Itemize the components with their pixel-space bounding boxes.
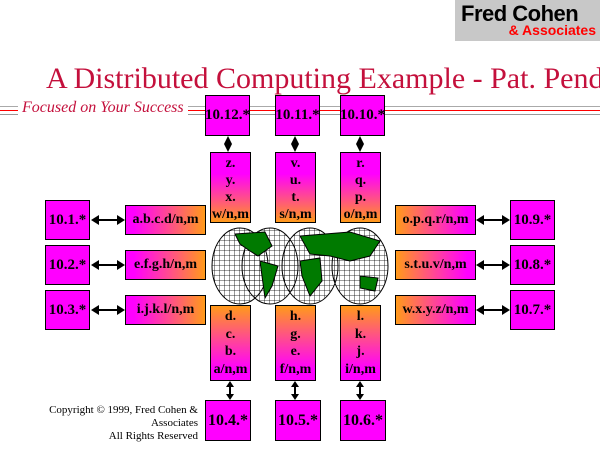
task-label: x. [225, 190, 236, 205]
world-map-globe-icon [211, 227, 389, 305]
node-10-8[interactable]: 10.8.* [510, 245, 555, 285]
node-10-1[interactable]: 10.1.* [45, 200, 90, 240]
task-label: s/n,m [279, 207, 312, 222]
task-box-stuv-right: s.t.u.v/n,m [395, 250, 476, 280]
task-box-efgh-bottom: h.g. e.f/n,m [275, 305, 316, 381]
task-box-opqr-right: o.p.q.r/n,m [395, 205, 476, 235]
task-box-efgh: e.f.g.h/n,m [125, 250, 206, 280]
horizontal-arrow-icon [91, 260, 125, 270]
vertical-arrow-icon [356, 136, 364, 152]
vertical-arrow-icon [356, 381, 364, 400]
task-box-wxyz: z. y. x. w/n,m [210, 152, 251, 223]
node-10-4[interactable]: 10.4.* [205, 400, 251, 441]
horizontal-arrow-icon [91, 305, 125, 315]
task-label: u. [289, 173, 302, 188]
task-label: b. [224, 344, 237, 360]
slide-title: A Distributed Computing Example - Pat. P… [46, 62, 600, 95]
node-10-12[interactable]: 10.12.* [205, 95, 250, 136]
task-box-stuv: v. u. t. s/n,m [275, 152, 316, 223]
task-label: l. [356, 309, 365, 325]
task-label: p. [354, 190, 367, 205]
task-box-abcd: a.b.c.d/n,m [125, 205, 206, 235]
vertical-arrow-icon [226, 381, 234, 400]
task-label: k. [354, 326, 367, 342]
horizontal-arrow-icon [476, 260, 510, 270]
horizontal-arrow-icon [91, 215, 125, 225]
task-label: i/n,m [345, 361, 376, 377]
vertical-arrow-icon [291, 381, 299, 400]
task-label: e. [290, 344, 301, 360]
task-label: v. [290, 156, 301, 171]
task-label: o/n,m [343, 207, 378, 222]
task-label: g. [290, 326, 301, 342]
task-label: j. [356, 344, 365, 360]
node-10-3[interactable]: 10.3.* [45, 290, 90, 330]
copyright-block: Copyright © 1999, Fred Cohen & Associate… [8, 404, 198, 443]
company-logo: Fred Cohen & Associates [455, 0, 600, 41]
horizontal-arrow-icon [476, 305, 510, 315]
task-box-ijkl: i.j.k.l/n,m [125, 295, 206, 325]
task-label: y. [225, 173, 236, 188]
task-label: t. [291, 190, 300, 205]
node-10-6[interactable]: 10.6.* [340, 400, 386, 441]
slide-subtitle: Focused on Your Success [18, 99, 188, 117]
logo-associates: & Associates [508, 22, 596, 38]
task-box-abcd-bottom: d.c. b.a/n,m [210, 305, 251, 381]
task-box-opqr: r. q. p. o/n,m [340, 152, 381, 223]
horizontal-arrow-icon [476, 215, 510, 225]
task-label: q. [354, 173, 367, 188]
node-10-2[interactable]: 10.2.* [45, 245, 90, 285]
task-label: a/n,m [213, 361, 248, 377]
copyright-line: Copyright © 1999, Fred Cohen & Associate… [49, 404, 198, 429]
rights-line: All Rights Reserved [108, 430, 198, 442]
task-box-ijkl-bottom: l.k. j.i/n,m [340, 305, 381, 381]
task-label: h. [289, 309, 302, 325]
task-label: r. [356, 156, 365, 171]
task-label: f/n,m [279, 361, 312, 377]
node-10-10[interactable]: 10.10.* [340, 95, 385, 136]
vertical-arrow-icon [291, 136, 299, 152]
node-10-5[interactable]: 10.5.* [275, 400, 321, 441]
task-label: c. [225, 326, 236, 342]
logo-name: Fred Cohen [461, 1, 579, 26]
node-10-7[interactable]: 10.7.* [510, 290, 555, 330]
node-10-11[interactable]: 10.11.* [275, 95, 320, 136]
task-label: d. [224, 309, 237, 325]
task-box-wxyz-right: w.x.y.z/n,m [395, 295, 476, 325]
task-label: z. [225, 156, 236, 171]
task-label: w/n,m [212, 207, 249, 222]
node-10-9[interactable]: 10.9.* [510, 200, 555, 240]
vertical-arrow-icon [224, 136, 232, 152]
